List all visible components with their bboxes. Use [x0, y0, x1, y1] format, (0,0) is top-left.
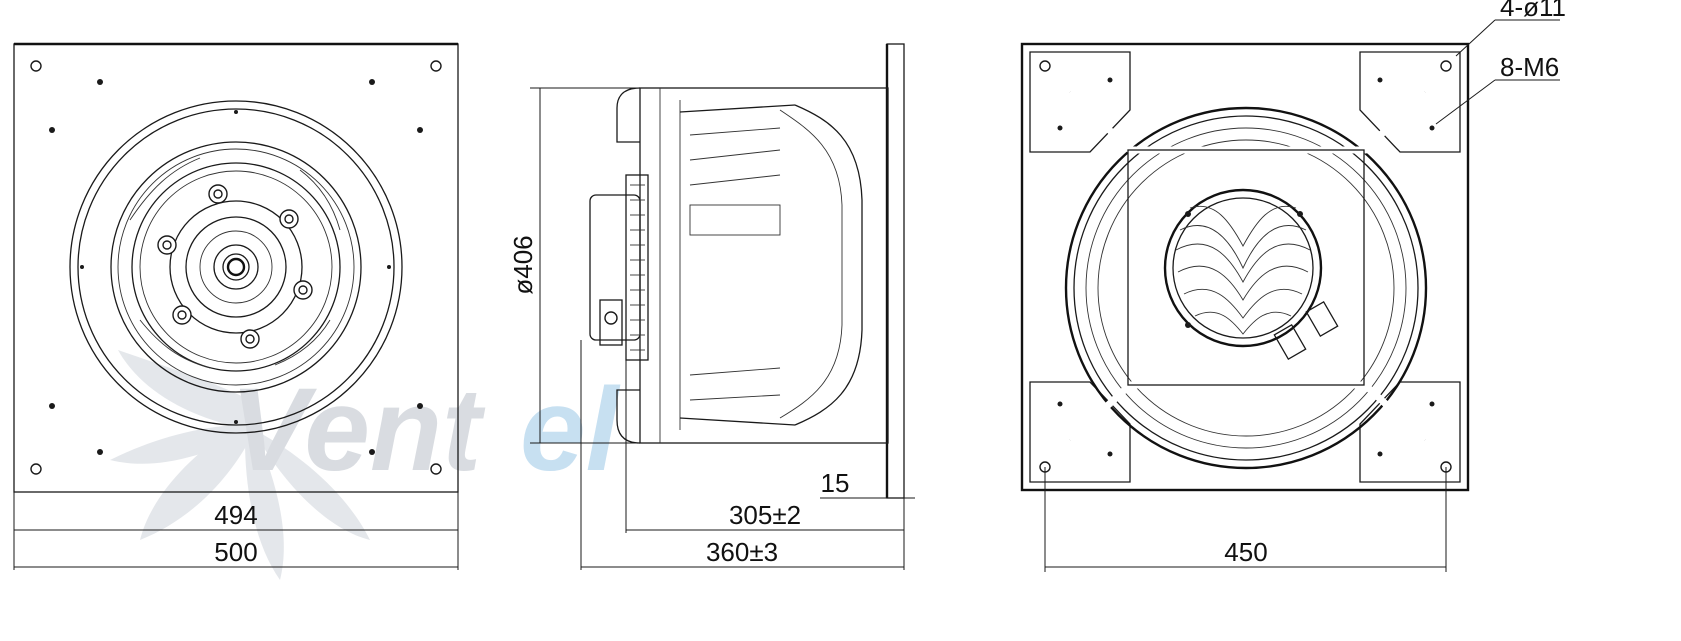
watermark: Vent el — [110, 350, 621, 580]
front-corner-holes — [30, 60, 442, 475]
side-view: ø406 15 305±2 360±3 — [508, 43, 915, 570]
support-rails — [1067, 89, 1428, 443]
dim-406: ø406 — [508, 235, 538, 294]
impeller-front — [69, 100, 403, 434]
watermark-fan-blades-icon — [110, 350, 370, 580]
motor-back — [1163, 188, 1323, 348]
front-view: 494 500 — [13, 42, 459, 570]
cable-gland — [599, 299, 623, 346]
dim-494: 494 — [214, 500, 257, 530]
impeller-back — [1064, 106, 1428, 470]
back-view: 4-ø11 8-M6 450 — [1020, 0, 1566, 572]
side-flange — [886, 43, 905, 499]
dim-15: 15 — [821, 468, 850, 498]
dim-360: 360±3 — [706, 537, 778, 567]
label-8-m6: 8-M6 — [1500, 52, 1559, 82]
dim-305: 305±2 — [729, 500, 801, 530]
dim-500: 500 — [214, 537, 257, 567]
m6-dots — [1057, 77, 1435, 457]
motor-fins — [625, 174, 649, 361]
cable-glands-back — [1273, 300, 1339, 361]
watermark-text-b: el — [520, 364, 621, 496]
front-screw-dots — [49, 79, 423, 455]
impeller-body — [639, 87, 889, 444]
motor-mount-plate — [1127, 149, 1365, 386]
motor-bolt-holes — [157, 184, 313, 349]
motor-housing — [589, 194, 641, 341]
dim-450: 450 — [1224, 537, 1267, 567]
label-4-holes: 4-ø11 — [1500, 0, 1566, 22]
